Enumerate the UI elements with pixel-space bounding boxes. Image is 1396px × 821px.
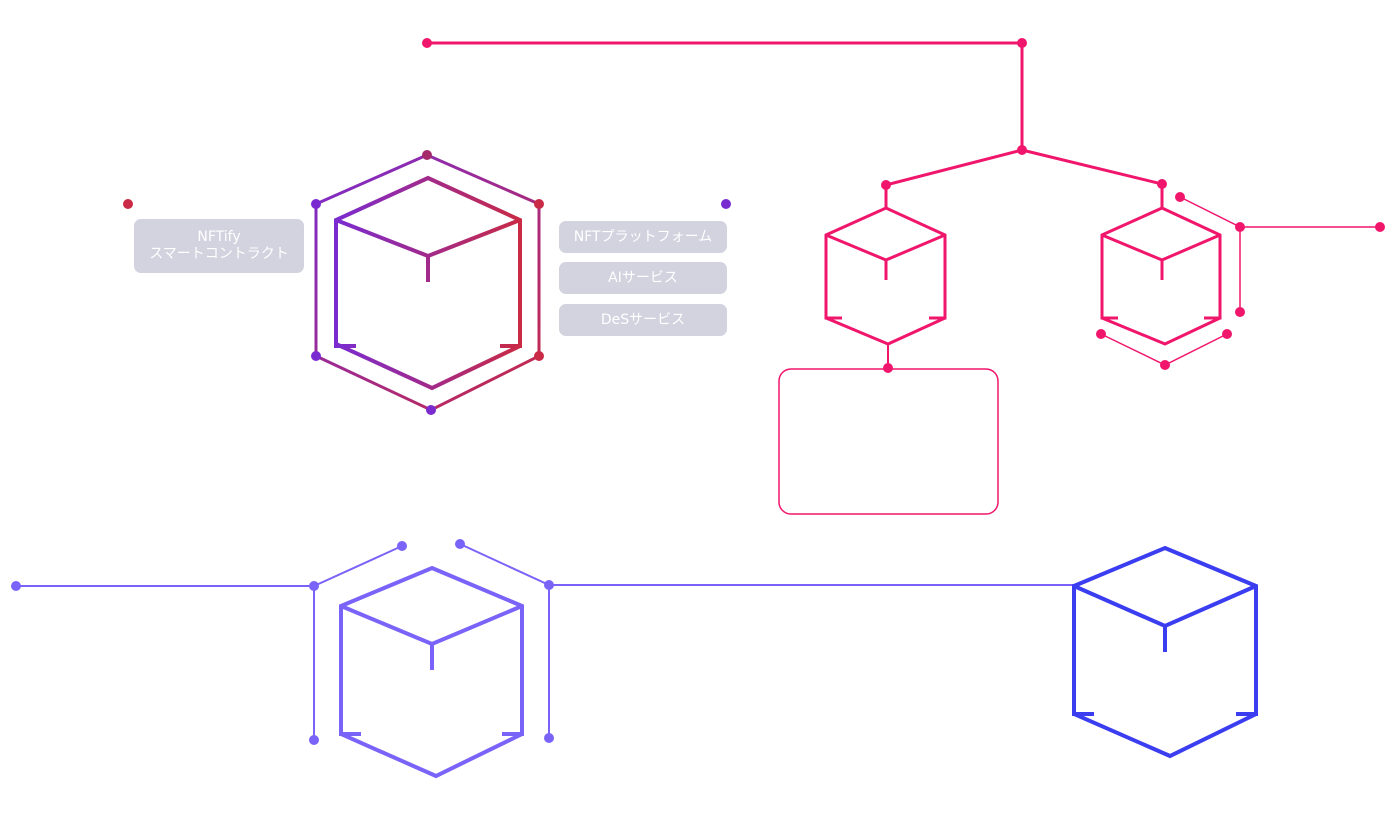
label-des-service: DeSサービス <box>559 304 727 336</box>
info-box <box>778 368 999 515</box>
label-nftify-line2: スマートコントラクト <box>149 246 289 262</box>
connector-dots <box>11 38 1385 745</box>
label-nft-platform: NFTプラットフォーム <box>559 221 727 253</box>
hub-hexagon-frame <box>314 153 541 412</box>
magenta-cube-center <box>778 148 1023 515</box>
magenta-cube-right <box>1021 148 1380 548</box>
label-ai-service: AIサービス <box>559 262 727 294</box>
top-connector <box>425 41 1024 155</box>
label-nftify-line1: NFTify <box>197 229 241 245</box>
hub-cube <box>128 153 726 568</box>
label-nftify-contract: NFTify スマートコントラクト <box>134 219 304 273</box>
blue-cube <box>1072 545 1258 759</box>
hub-cube-outline <box>334 175 522 391</box>
